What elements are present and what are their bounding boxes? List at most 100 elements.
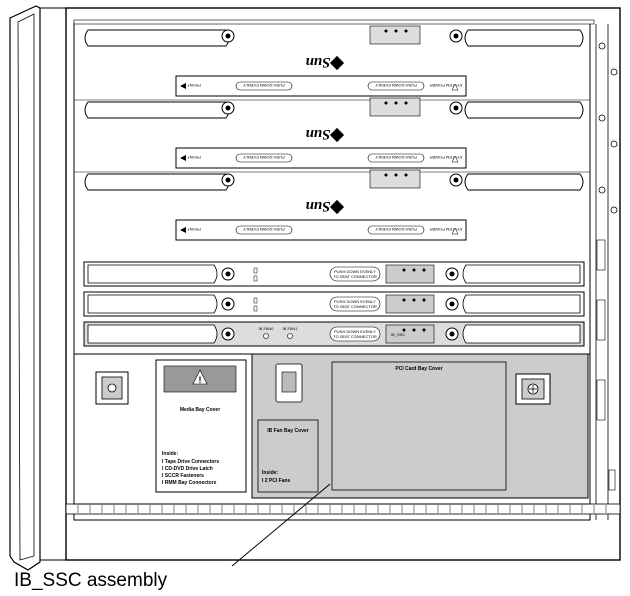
status-led (402, 268, 406, 272)
arrow-left-icon (180, 83, 186, 89)
status-led (422, 298, 426, 302)
ib-fan0-label: IB FAN0 (259, 326, 275, 331)
status-led (384, 29, 388, 33)
board-status-panel (369, 97, 421, 117)
sun-logo: Sun (305, 126, 330, 142)
push-down-pill (329, 326, 381, 342)
push-down-pill (329, 296, 381, 312)
status-led (412, 268, 416, 272)
slot-right-handle[interactable] (462, 264, 581, 284)
media-bay-cover[interactable]: ! Media Bay Cover Inside: I Tape Drive C… (155, 359, 247, 493)
svg-text:!: ! (199, 375, 202, 385)
board-left-handle[interactable] (84, 173, 230, 191)
warning-triangle-icon (451, 83, 459, 91)
push-down-pill (367, 225, 425, 235)
board-right-handle[interactable] (464, 101, 584, 119)
pci-card-bay-cover[interactable]: PCI Card Bay Cover (331, 361, 507, 491)
push-down-label: PUSH DOWN EVENLY (375, 155, 417, 160)
status-led (384, 101, 388, 105)
callout-label: IB_SSC assembly (14, 570, 168, 591)
latch-center-icon (449, 271, 455, 277)
latch-center-icon (449, 301, 455, 307)
slot-status-panel (385, 294, 435, 314)
left-bay-latch[interactable] (95, 371, 129, 405)
front-label: FRONT (187, 155, 201, 160)
to-seat-label: TO SEAT CONNECTOR (333, 334, 377, 339)
slot-left-handle[interactable] (87, 264, 218, 284)
fan-led-icon (287, 333, 293, 339)
ib-ssc-callout: IB_SSC assembly (14, 483, 331, 591)
pci-bay-latch[interactable] (515, 373, 551, 405)
status-led (404, 29, 408, 33)
front-label: FRONT (187, 227, 201, 232)
push-down-label: PUSH DOWN EVENLY (243, 83, 285, 88)
fan-bay-latch[interactable] (275, 363, 303, 403)
fan-bay-title: IB Fan Bay Cover (267, 428, 308, 434)
slot-right-handle[interactable] (462, 294, 581, 314)
push-down-pill (367, 153, 425, 163)
warning-triangle-icon (451, 227, 459, 235)
board-left-handle[interactable] (84, 101, 230, 119)
push-down-pill (235, 153, 293, 163)
fan-led-icon (263, 333, 269, 339)
slot-indicator (253, 275, 258, 282)
status-led (422, 328, 426, 332)
slot-status-panel (385, 264, 435, 284)
latch-center-icon (449, 331, 455, 337)
sun-logo: Sun (305, 198, 330, 214)
status-led (394, 29, 398, 33)
board-right-handle[interactable] (464, 173, 584, 191)
latch-center-icon (453, 177, 459, 183)
board-right-handle[interactable] (464, 29, 584, 47)
latch-center-icon (225, 301, 231, 307)
fan-bay-cover[interactable]: IB Fan Bay Cover Inside: I 2 PCI Fans (257, 419, 319, 493)
arrow-left-icon (180, 227, 186, 233)
fan-bay-inside-heading: Inside: (262, 470, 278, 476)
latch-center-icon (225, 331, 231, 337)
status-led (404, 101, 408, 105)
slot-left-handle[interactable] (87, 324, 218, 344)
board-lower-plate (175, 147, 467, 169)
media-bay-title: Media Bay Cover (180, 407, 220, 413)
status-led (402, 298, 406, 302)
push-down-label: PUSH DOWN EVENLY (334, 299, 376, 304)
push-down-label: PUSH DOWN EVENLY (375, 227, 417, 232)
warning-icon (192, 369, 208, 385)
board-left-handle[interactable] (84, 29, 230, 47)
push-down-pill (235, 81, 293, 91)
media-bay-item: I SCCR Fasteners (162, 473, 204, 479)
push-down-label: PUSH DOWN EVENLY (334, 329, 376, 334)
board-status-panel (369, 169, 421, 189)
status-led (394, 173, 398, 177)
sun-diamond-icon (329, 55, 345, 71)
left-door-panel (9, 5, 66, 571)
push-down-label: PUSH DOWN EVENLY (375, 83, 417, 88)
to-seat-label: TO SEAT CONNECTOR (333, 274, 377, 279)
latch-center-icon (225, 105, 231, 111)
slot-left-handle[interactable] (87, 294, 218, 314)
fan-bay-item: I 2 PCI Fans (262, 478, 291, 484)
push-down-pill (367, 81, 425, 91)
slot-right-handle[interactable] (462, 324, 581, 344)
system-power-label: SYSTEM POWER (430, 83, 463, 88)
board-lower-plate (175, 75, 467, 97)
media-bay-inside-heading: Inside: (162, 451, 178, 457)
system-power-label: SYSTEM POWER (430, 155, 463, 160)
slot-status-panel (385, 324, 435, 344)
warning-triangle-icon (451, 155, 459, 163)
bottom-vent-ticks (77, 505, 607, 513)
right-rail-holes (596, 42, 618, 491)
status-led (404, 173, 408, 177)
pci-bay-title: PCI Card Bay Cover (395, 366, 442, 372)
ib-ssc-assembly: IB Fan Bay Cover Inside: I 2 PCI Fans PC… (251, 353, 589, 499)
sun-logo: Sun (305, 54, 330, 70)
